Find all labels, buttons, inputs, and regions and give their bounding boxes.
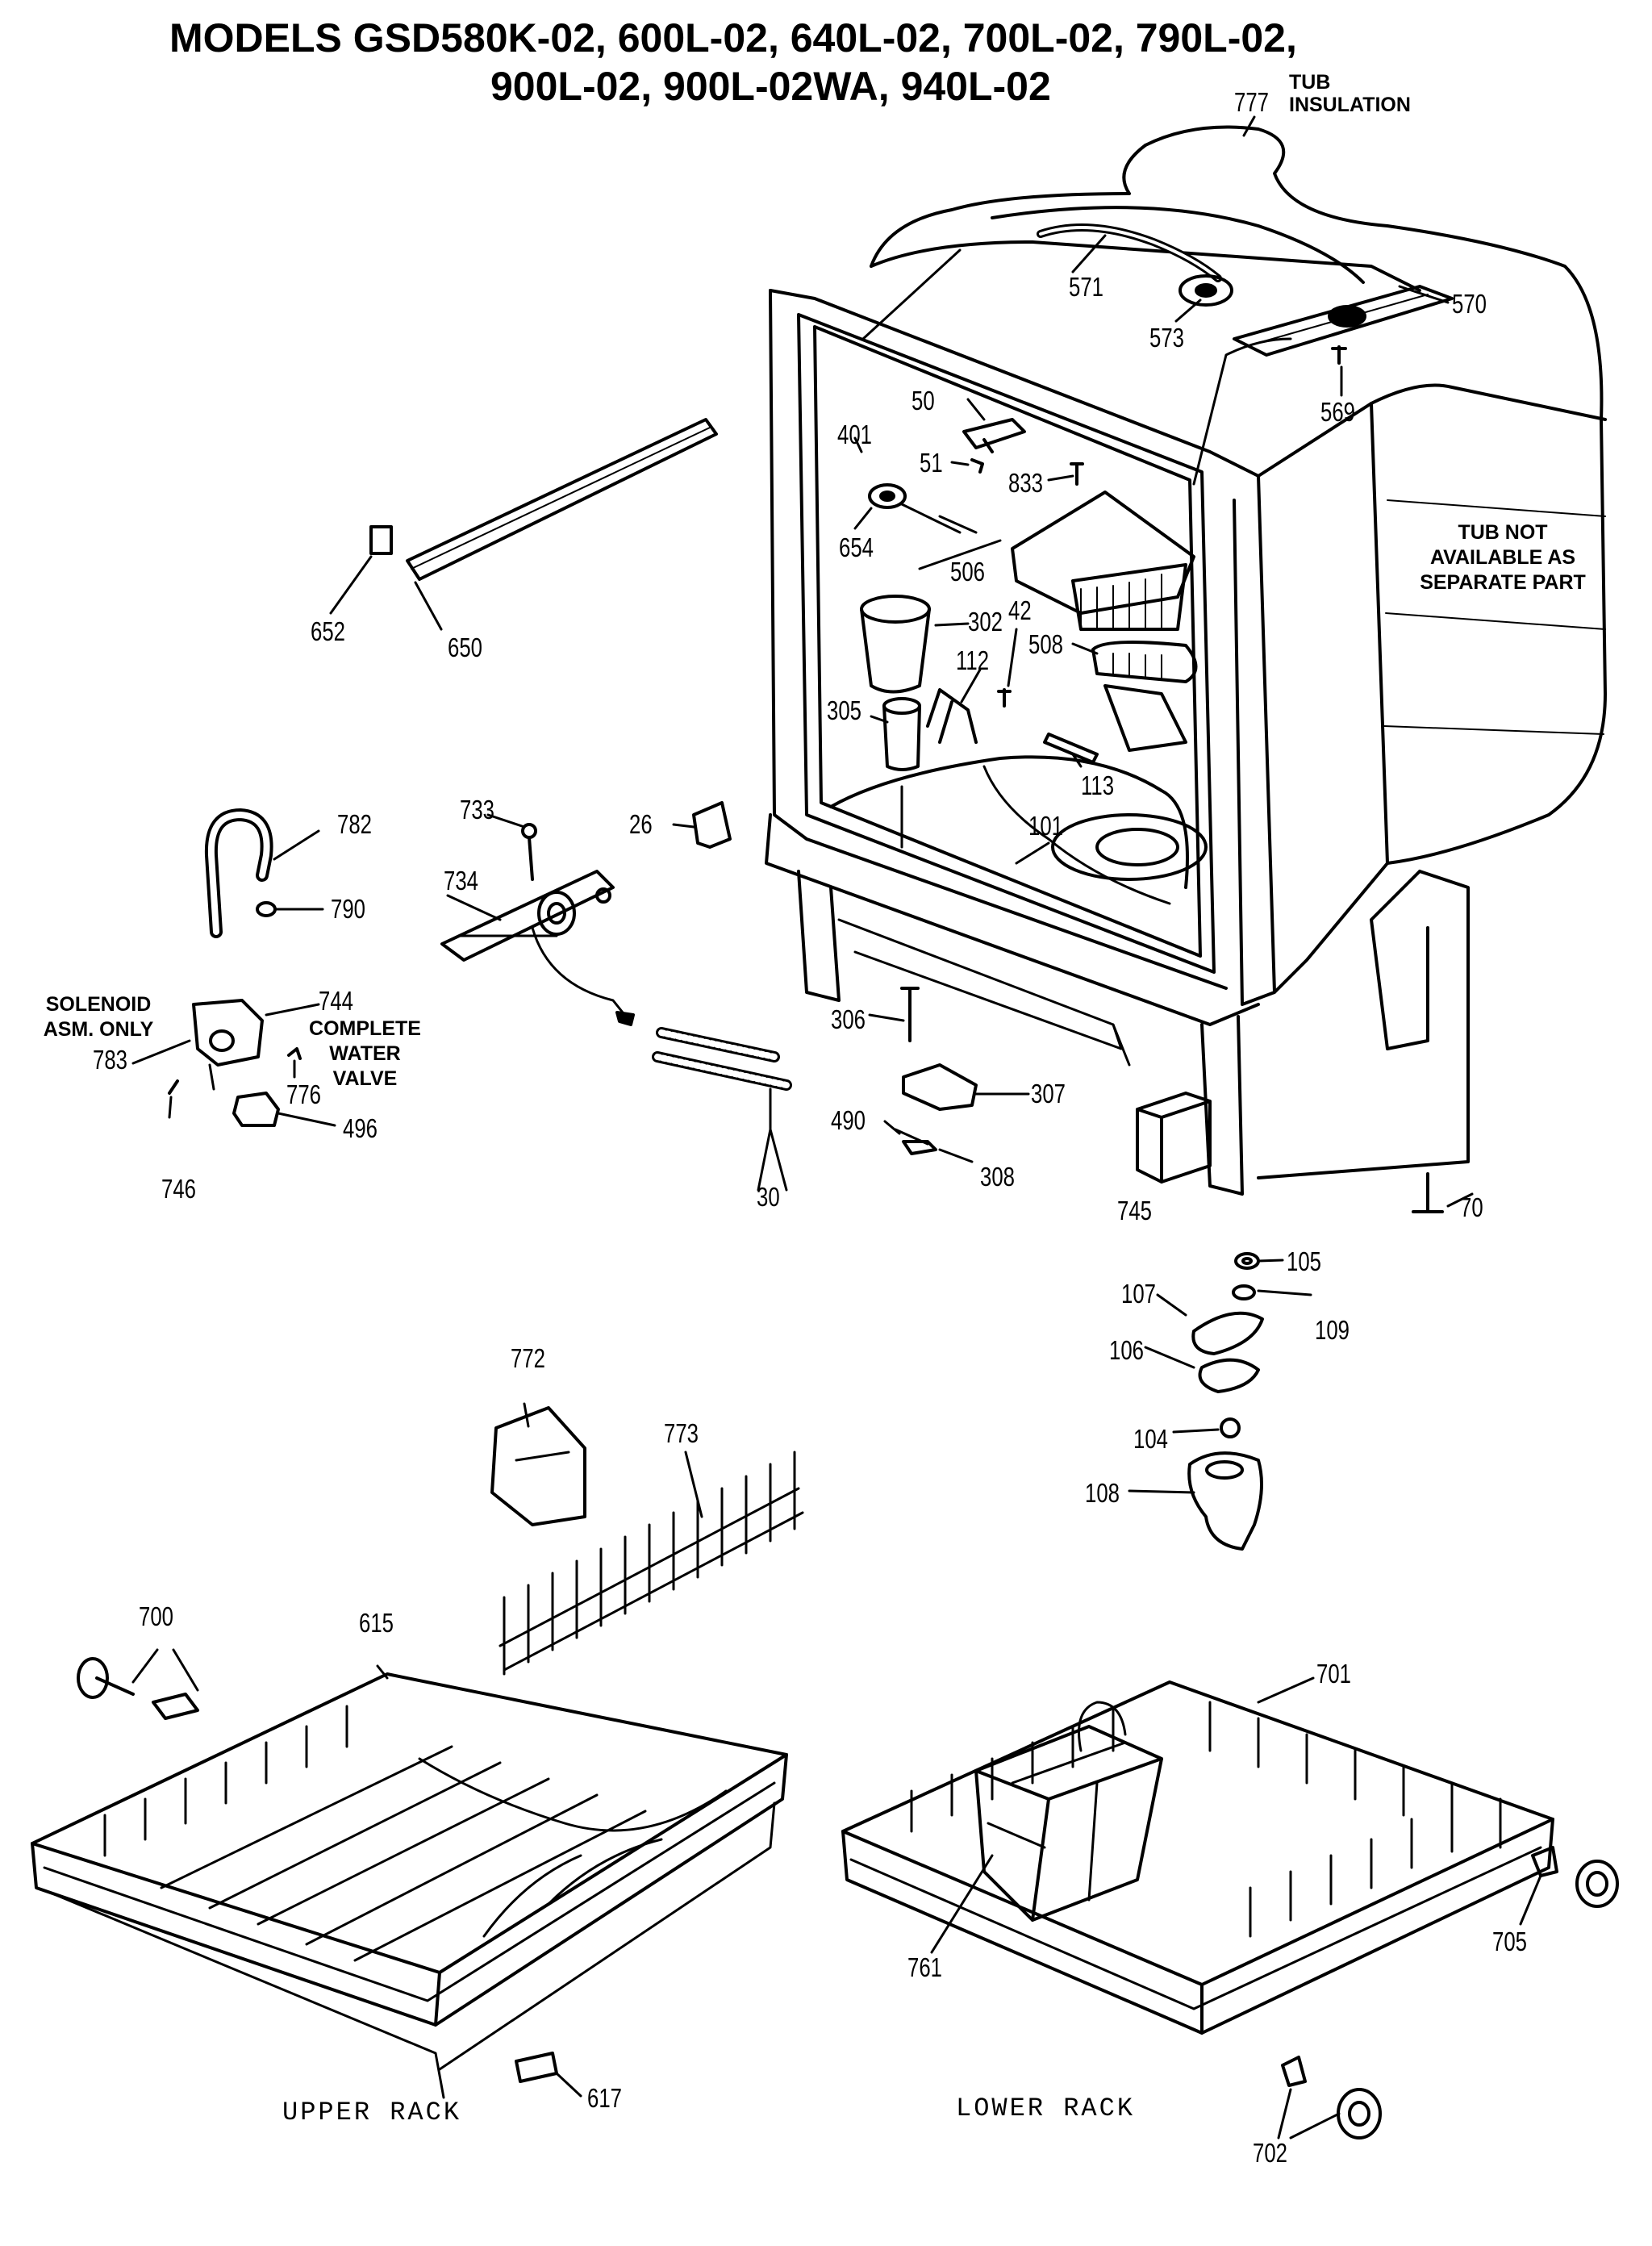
part-label-106: 106 — [1109, 1335, 1144, 1365]
part-label-573: 573 — [1149, 323, 1184, 353]
note-line: WATER — [329, 1042, 401, 1065]
part-label-307: 307 — [1031, 1079, 1066, 1108]
part-label-305: 305 — [827, 695, 861, 725]
part-label-105: 105 — [1287, 1246, 1321, 1276]
part-label-705: 705 — [1492, 1927, 1527, 1956]
part-label-104: 104 — [1133, 1424, 1168, 1454]
part-label-490: 490 — [831, 1105, 866, 1135]
part-label-734: 734 — [444, 866, 478, 895]
part-label-833: 833 — [1008, 468, 1043, 498]
part-label-112: 112 — [956, 645, 990, 675]
part-label-506: 506 — [950, 557, 985, 587]
part-label-50: 50 — [912, 386, 935, 415]
solenoid-note: SOLENOID ASM. ONLY — [26, 992, 171, 1042]
rack-accessories — [77, 1406, 1619, 2140]
lower-rack-caption: LOWER RACK — [956, 2094, 1136, 2123]
part-label-783: 783 — [93, 1045, 127, 1075]
part-label-772: 772 — [511, 1343, 545, 1373]
upper-rack-caption: UPPER RACK — [282, 2098, 462, 2127]
part-label-508: 508 — [1028, 629, 1063, 659]
part-label-302: 302 — [968, 607, 1003, 637]
part-label-401: 401 — [837, 420, 872, 449]
part-label-650: 650 — [448, 632, 482, 662]
part-label-744: 744 — [319, 986, 353, 1016]
part-label-776: 776 — [286, 1079, 321, 1109]
part-label-113: 113 — [1081, 770, 1115, 800]
lower-rack-drawing — [841, 1680, 1554, 2035]
part-label-571: 571 — [1069, 272, 1103, 302]
part-label-108: 108 — [1085, 1478, 1120, 1508]
part-label-42: 42 — [1008, 595, 1032, 625]
part-label-30: 30 — [757, 1182, 780, 1212]
note-line: SOLENOID — [45, 993, 152, 1016]
leader-lines — [131, 115, 1542, 2140]
upper-rack-drawing — [31, 1672, 788, 2099]
diagram-title-line1: MODELS GSD580K-02, 600L-02, 640L-02, 700… — [169, 15, 1297, 61]
note-line: TUB — [1289, 71, 1331, 94]
part-label-790: 790 — [331, 894, 365, 924]
part-label-745: 745 — [1117, 1196, 1152, 1225]
part-label-733: 733 — [460, 795, 494, 825]
part-label-51: 51 — [920, 448, 943, 478]
tub-insulation-note: TUB INSULATION — [1289, 71, 1411, 116]
note-line: INSULATION — [1289, 94, 1411, 116]
part-label-654: 654 — [839, 532, 874, 562]
part-label-746: 746 — [161, 1174, 196, 1204]
note-line: COMPLETE — [309, 1017, 421, 1040]
foot-parts — [1187, 1252, 1264, 1551]
tub-drawing — [765, 125, 1607, 1196]
note-line: VALVE — [332, 1067, 398, 1090]
part-label-101: 101 — [1028, 811, 1063, 841]
tub-not-available-note: TUB NOT AVAILABLE AS SEPARATE PART — [1399, 520, 1607, 595]
diagram-title-line2: 900L-02, 900L-02WA, 940L-02 — [490, 64, 1051, 109]
part-label-615: 615 — [359, 1608, 394, 1638]
part-label-107: 107 — [1121, 1279, 1156, 1309]
part-label-306: 306 — [831, 1004, 866, 1034]
part-label-777: 777 — [1234, 87, 1269, 117]
part-label-702: 702 — [1253, 2138, 1287, 2168]
part-label-109: 109 — [1315, 1315, 1350, 1345]
part-label-782: 782 — [337, 809, 372, 839]
part-label-570: 570 — [1452, 289, 1487, 319]
tub-components — [860, 223, 1454, 849]
part-label-308: 308 — [980, 1162, 1015, 1192]
note-line: SEPARATE PART — [1420, 571, 1586, 594]
part-label-496: 496 — [343, 1113, 378, 1143]
part-label-70: 70 — [1460, 1192, 1483, 1222]
part-label-773: 773 — [664, 1418, 699, 1448]
part-label-652: 652 — [311, 616, 345, 646]
complete-valve-note: COMPLETE WATER VALVE — [294, 1017, 436, 1092]
note-line: AVAILABLE AS — [1429, 546, 1576, 569]
part-label-701: 701 — [1316, 1659, 1351, 1689]
part-label-617: 617 — [587, 2083, 622, 2113]
part-label-761: 761 — [907, 1952, 942, 1982]
note-line: TUB NOT — [1458, 521, 1548, 544]
part-label-26: 26 — [629, 809, 653, 839]
part-label-700: 700 — [139, 1601, 173, 1631]
door-parts — [168, 418, 1444, 1213]
part-label-569: 569 — [1320, 397, 1355, 427]
note-line: ASM. ONLY — [43, 1018, 154, 1041]
